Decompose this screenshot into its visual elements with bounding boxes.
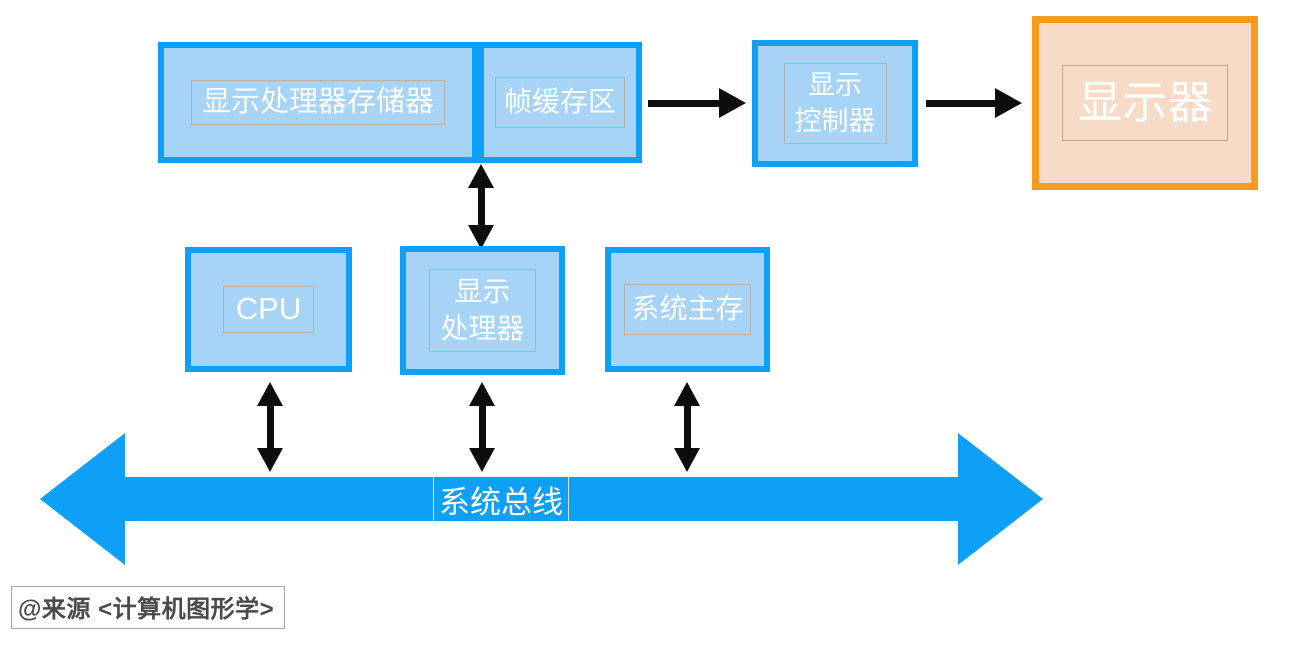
- arrow-memory-bus: [674, 382, 700, 472]
- arrow-right-head-icon: [719, 88, 746, 118]
- arrow-down-head-icon: [674, 448, 700, 472]
- node-display-processor: 显示 处理器: [400, 246, 565, 375]
- arrow-down-head-icon: [468, 225, 494, 249]
- system-bus-arrow: [40, 433, 1043, 565]
- arrow-right-head-icon: [995, 88, 1022, 118]
- monitor-label: 显示器: [1062, 64, 1228, 142]
- node-monitor: 显示器: [1032, 16, 1258, 190]
- arrow-controller-to-monitor: [926, 87, 1022, 119]
- arrow-cpu-bus: [257, 382, 283, 472]
- frame-buffer-label: 帧缓存区: [494, 77, 625, 128]
- node-frame-buffer: 帧缓存区: [478, 42, 642, 163]
- arrow-shaft: [266, 406, 274, 448]
- arrow-shaft: [648, 99, 719, 107]
- display-processor-label: 显示 处理器: [429, 269, 536, 352]
- node-cpu: CPU: [185, 247, 352, 372]
- arrow-framebuffer-displayprocessor: [468, 164, 494, 249]
- arrow-up-head-icon: [257, 382, 283, 406]
- node-display-processor-memory: 显示处理器存储器: [158, 42, 478, 163]
- source-caption: @来源 <计算机图形学>: [11, 586, 286, 629]
- node-display-controller: 显示 控制器: [752, 40, 918, 167]
- arrow-up-head-icon: [468, 164, 494, 188]
- arrow-up-head-icon: [674, 382, 700, 406]
- arrow-framebuffer-to-controller: [648, 87, 746, 119]
- display-processor-memory-label: 显示处理器存储器: [190, 79, 445, 126]
- arrow-down-head-icon: [257, 448, 283, 472]
- arrow-displayprocessor-bus: [469, 382, 495, 472]
- system-bus-label: 系统总线: [433, 476, 569, 522]
- cpu-label: CPU: [222, 286, 315, 333]
- arrow-shaft: [478, 406, 486, 448]
- node-system-main-memory: 系统主存: [605, 247, 770, 372]
- system-main-memory-label: 系统主存: [624, 284, 751, 335]
- arrow-down-head-icon: [469, 448, 495, 472]
- arrow-shaft: [926, 99, 995, 107]
- arrow-up-head-icon: [469, 382, 495, 406]
- arrow-shaft: [683, 406, 691, 448]
- arrow-shaft: [477, 188, 485, 225]
- display-controller-label: 显示 控制器: [783, 63, 887, 144]
